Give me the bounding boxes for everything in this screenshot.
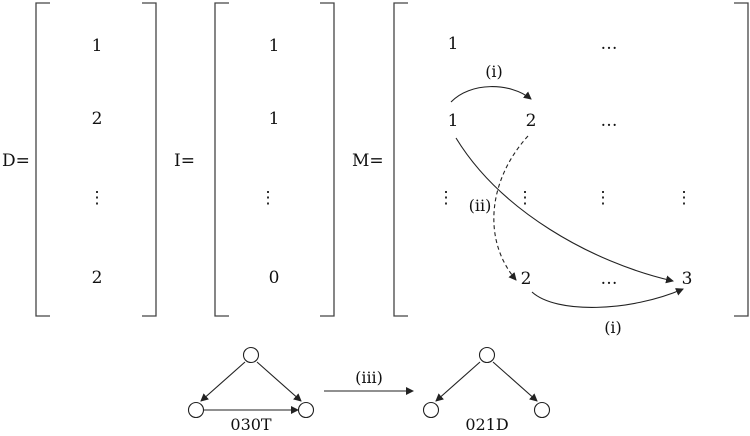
triad-030t-label: 030T: [230, 415, 272, 434]
matrix-m-cell: 2: [521, 269, 532, 289]
arc-i-top: [450, 86, 532, 103]
matrix-d-right-bracket: [142, 2, 157, 317]
annotation-i-bottom: (i): [604, 318, 622, 337]
edge-top-to-left: [200, 361, 246, 402]
matrix-m-cell: …: [601, 111, 618, 131]
matrix-d-cell: ⋮: [89, 188, 106, 208]
transition-iii: (iii): [324, 368, 414, 395]
matrix-m-label: M=: [352, 151, 384, 171]
arc-ii-dashed: [493, 135, 529, 281]
matrix-i-cell: 0: [269, 268, 280, 288]
triad-node: [187, 401, 205, 419]
matrix-m: M= 1 … 1 2 … ⋮ ⋮ ⋮ ⋮ 2 … 3 (i) (ii) (i): [352, 2, 749, 337]
annotation-i-top: (i): [485, 62, 503, 81]
matrix-d-cell: 2: [92, 268, 103, 288]
matrix-i: I= 1 1 ⋮ 0: [174, 2, 335, 317]
edge-top-to-left: [435, 361, 481, 402]
triad-021d: 021D: [422, 346, 551, 434]
matrix-i-label: I=: [174, 151, 195, 171]
matrix-i-right-bracket: [320, 2, 335, 317]
matrix-i-cell: ⋮: [260, 188, 277, 208]
matrix-i-cell: 1: [269, 109, 280, 129]
edge-top-to-right: [256, 361, 302, 402]
matrix-m-cell: 1: [448, 34, 459, 54]
matrix-m-left-bracket: [393, 2, 408, 317]
matrix-i-left-bracket: [214, 2, 229, 317]
matrix-d: D= 1 2 ⋮ 2: [2, 2, 157, 317]
matrix-m-cell: …: [601, 269, 618, 289]
matrix-m-cell: 3: [682, 269, 693, 289]
annotation-ii: (ii): [469, 196, 492, 215]
matrix-d-left-bracket: [35, 2, 50, 317]
triad-021d-label: 021D: [465, 415, 508, 434]
matrix-m-cell: ⋮: [676, 188, 693, 208]
arc-diagonal: [455, 137, 674, 284]
matrix-m-cell: ⋮: [595, 188, 612, 208]
matrix-m-cell: 2: [526, 111, 537, 131]
triad-node: [478, 346, 496, 364]
matrix-d-cell: 1: [92, 36, 103, 56]
triad-030t: 030T: [187, 346, 315, 434]
matrix-d-label: D=: [2, 151, 30, 171]
matrix-m-cell: …: [601, 34, 618, 54]
annotation-iii: (iii): [355, 368, 383, 387]
edge-top-to-right: [492, 361, 538, 402]
triad-node: [297, 401, 315, 419]
triad-node: [242, 346, 260, 364]
triad-node: [533, 401, 551, 419]
matrix-m-right-bracket: [734, 2, 749, 317]
triad-node: [422, 401, 440, 419]
matrix-d-cell: 2: [92, 109, 103, 129]
matrix-m-cell: 1: [448, 111, 459, 131]
matrix-m-cell: ⋮: [438, 188, 455, 208]
matrix-m-cell: ⋮: [517, 188, 534, 208]
arc-i-bottom: [531, 288, 684, 308]
matrix-i-cell: 1: [269, 36, 280, 56]
